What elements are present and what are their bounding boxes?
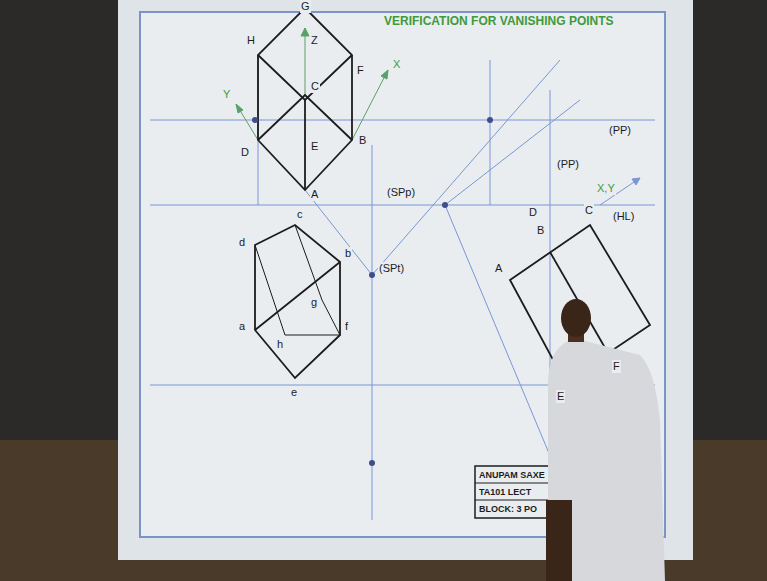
point-label: h xyxy=(276,338,284,351)
person xyxy=(546,299,665,581)
point-label: B xyxy=(358,134,367,147)
point-label: X xyxy=(392,58,401,71)
point-label: B xyxy=(536,224,545,237)
point-label: (PP) xyxy=(556,158,580,171)
point-label: (PP) xyxy=(608,124,632,137)
point-label: X,Y xyxy=(596,182,616,195)
point-label: a xyxy=(238,320,246,333)
point-label: A xyxy=(494,262,503,275)
point-label: Y xyxy=(222,88,231,101)
point-label: F xyxy=(356,64,365,77)
point-label: g xyxy=(310,296,318,309)
slide-title: VERIFICATION FOR VANISHING POINTS xyxy=(382,14,616,28)
point-label: d xyxy=(238,236,246,249)
title-block-text: TA101 LECT xyxy=(478,486,532,499)
point-label: (SPp) xyxy=(386,186,416,199)
point-label: c xyxy=(296,208,304,221)
point-label: f xyxy=(344,320,349,333)
title-block-text: BLOCK: 3 PO xyxy=(478,503,538,516)
point-label: D xyxy=(240,146,250,159)
point-label: D xyxy=(528,206,538,219)
point-label: A xyxy=(310,188,319,201)
point-label: H xyxy=(246,34,256,47)
point-label: F xyxy=(612,360,621,373)
point-label: e xyxy=(290,386,298,399)
point-label: b xyxy=(344,247,352,260)
point-label: C xyxy=(310,80,320,93)
title-block-text: ANUPAM SAXE xyxy=(478,469,546,482)
point-label: E xyxy=(556,390,565,403)
point-label: G xyxy=(300,0,311,13)
point-label: (HL) xyxy=(612,210,635,223)
point-label: Z xyxy=(310,34,319,47)
point-label: (SPt) xyxy=(378,262,405,275)
point-label: E xyxy=(310,140,319,153)
point-label: C xyxy=(584,204,594,217)
